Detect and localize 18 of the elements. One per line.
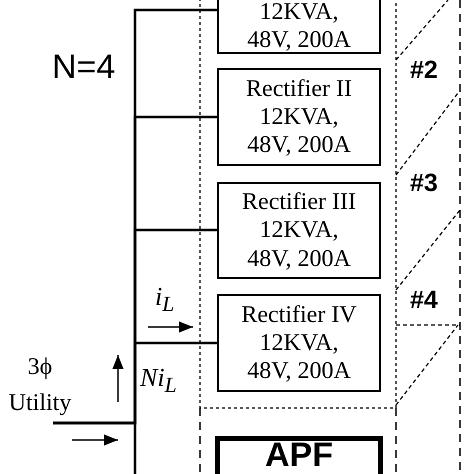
box-text: 12KVA, 48V, 200A	[246, 0, 352, 54]
box-text: APF	[265, 436, 333, 474]
rectifier-box	[217, 0, 381, 54]
current-label: i$_{L}$	[155, 282, 174, 318]
filter-box	[215, 436, 383, 474]
section-number: #2	[410, 56, 438, 85]
connector-line	[53, 342, 217, 424]
source-label: 3ϕ Utility	[8, 353, 72, 418]
box-text: Rectifier II 12KVA, 48V, 200A	[245, 74, 353, 160]
box-text: Rectifier III 12KVA, 48V, 200A	[241, 188, 357, 273]
current-label: Ni$_{L}$	[140, 363, 177, 398]
section-number: #3	[410, 169, 438, 198]
rectifier-box	[217, 294, 381, 392]
rectifier-box	[217, 68, 381, 166]
count-label: N=4	[52, 48, 116, 87]
rectifier-box	[217, 182, 381, 279]
box-text: Rectifier IV 12KVA, 48V, 200A	[240, 300, 358, 386]
section-number: #4	[410, 286, 438, 315]
